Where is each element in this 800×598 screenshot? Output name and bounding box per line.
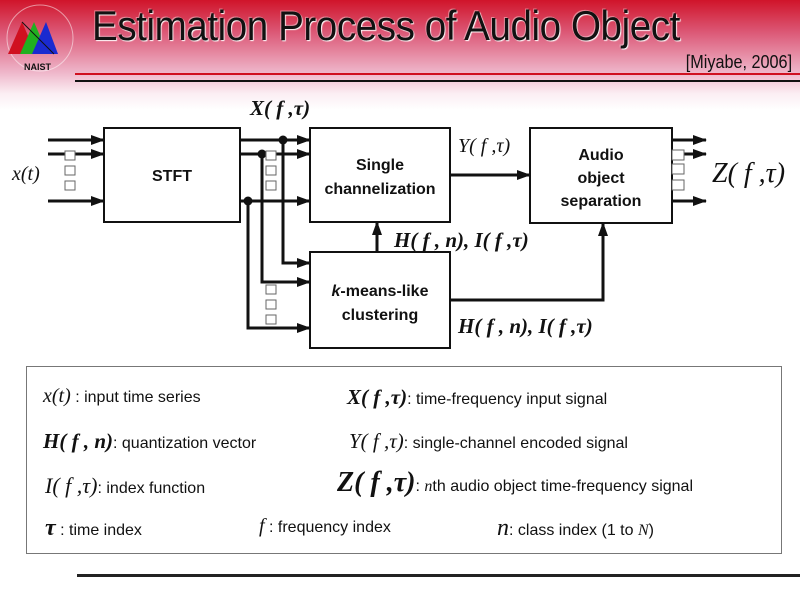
footer-rule bbox=[77, 574, 800, 577]
naist-logo: NAIST bbox=[2, 2, 80, 76]
process-diagram: x(t) STFT X( f ,τ) Single channelization bbox=[11, 96, 785, 349]
stft-output-signal-label: X( f ,τ) bbox=[249, 96, 310, 120]
legend-item-index-function: I( f ,τ): index function bbox=[45, 473, 205, 499]
kmeans-label-1: k-means-like bbox=[332, 283, 429, 300]
input-signal-label: x(t) bbox=[11, 163, 40, 185]
kmeans-to-audio-signal-label: H( f , n), I( f ,τ) bbox=[457, 314, 593, 338]
legend-text: ) bbox=[648, 522, 654, 539]
legend-symbol: τ bbox=[45, 515, 56, 541]
legend-text: : index function bbox=[97, 480, 206, 497]
audio-separation-label-2: object bbox=[577, 170, 625, 187]
legend-text: : input time series bbox=[70, 389, 201, 406]
kmeans-label-2: clustering bbox=[342, 307, 418, 324]
legend-symbol: Y( f ,τ) bbox=[349, 429, 404, 453]
logo-text: NAIST bbox=[24, 62, 52, 72]
legend-symbol: f bbox=[259, 515, 265, 537]
legend-symbol: Z( f ,τ) bbox=[337, 467, 416, 498]
header-rule-red bbox=[75, 73, 800, 75]
legend-text-italic: N bbox=[637, 522, 649, 539]
legend-item-class-index: n: class index (1 to N) bbox=[497, 515, 654, 542]
legend-item-time-index: τ : time index bbox=[45, 515, 142, 542]
legend-text: th audio object time-frequency signal bbox=[432, 478, 693, 495]
legend-item-single-channel-signal: Y( f ,τ): single-channel encoded signal bbox=[349, 429, 628, 454]
legend-text: : time-frequency input signal bbox=[407, 391, 608, 408]
junction-dots bbox=[243, 135, 288, 206]
legend-item-tf-input-signal: X( f ,τ): time-frequency input signal bbox=[347, 385, 607, 410]
output-ellipsis bbox=[671, 149, 685, 191]
single-channelization-label-1: Single bbox=[356, 157, 404, 174]
legend-text: : frequency index bbox=[264, 519, 391, 536]
citation: [Miyabe, 2006] bbox=[685, 52, 792, 72]
legend-item-input-time-series: x(t) : input time series bbox=[43, 385, 201, 408]
header-rule-black bbox=[75, 80, 800, 82]
legend-symbol: x(t) bbox=[43, 385, 71, 407]
legend-item-audio-object-signal: Z( f ,τ): nth audio object time-frequenc… bbox=[337, 467, 693, 499]
legend-symbol: X( f ,τ) bbox=[347, 385, 408, 409]
legend-symbol: n bbox=[497, 515, 509, 541]
audio-object-separation-block bbox=[529, 127, 673, 224]
legend-item-frequency-index: f : frequency index bbox=[259, 515, 391, 538]
legend-box: x(t) : input time series X( f ,τ): time-… bbox=[26, 366, 782, 554]
legend-text-italic: n bbox=[424, 478, 433, 495]
audio-separation-label-1: Audio bbox=[578, 147, 624, 164]
page-title: Estimation Process of Audio Object bbox=[92, 2, 680, 49]
kmeans-input-ellipsis bbox=[265, 284, 277, 325]
single-output-signal-label: Y( f ,τ) bbox=[458, 135, 510, 157]
legend-text-prefix: : bbox=[415, 478, 425, 495]
stft-label: STFT bbox=[152, 168, 192, 185]
kmeans-to-single-signal-label: H( f , n), I( f ,τ) bbox=[393, 228, 529, 252]
legend-symbol: I( f ,τ) bbox=[45, 473, 98, 498]
legend-text: : single-channel encoded signal bbox=[403, 435, 628, 452]
stft-block bbox=[103, 127, 241, 223]
kmeans-to-audio-arrow bbox=[450, 222, 608, 302]
input-lines bbox=[48, 135, 105, 206]
input-ellipsis bbox=[64, 150, 76, 191]
logo-blue-peak bbox=[32, 22, 58, 54]
single-channelization-block bbox=[309, 127, 451, 223]
output-signal-label: Z( f ,τ) bbox=[712, 158, 785, 189]
legend-symbol: H( f , n) bbox=[43, 429, 113, 453]
legend-item-quantization-vector: H( f , n): quantization vector bbox=[43, 429, 256, 454]
stft-output-ellipsis bbox=[265, 150, 277, 191]
slide-header bbox=[0, 0, 800, 110]
single-channelization-label-2: channelization bbox=[324, 181, 435, 198]
audio-separation-label-3: separation bbox=[561, 193, 642, 210]
kmeans-clustering-block bbox=[309, 251, 451, 349]
legend-text: : time index bbox=[55, 522, 142, 539]
legend-text: : quantization vector bbox=[113, 435, 257, 452]
legend-text-prefix: : class index (1 to bbox=[509, 522, 638, 539]
